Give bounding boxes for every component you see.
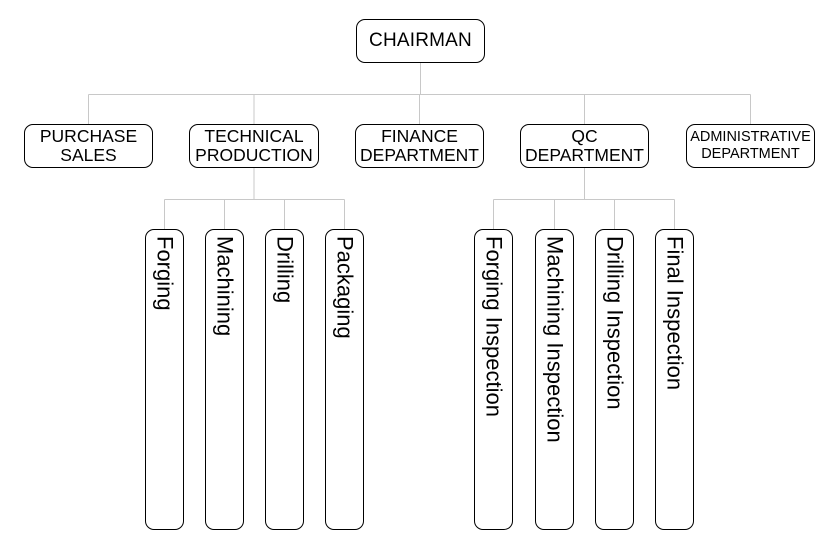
chairman-box: CHAIRMAN [356, 19, 485, 63]
packaging-unit-box: Packaging [325, 229, 364, 530]
packaging-unit-label: Packaging [332, 236, 358, 339]
purchase-sales-line-1: PURCHASE [39, 126, 138, 146]
finance-department-box: FINANCE DEPARTMENT [355, 124, 484, 168]
drilling-inspection-label: Drilling Inspection [602, 236, 628, 410]
finance-department-line-1: FINANCE [381, 126, 458, 146]
chairman-label: CHAIRMAN [369, 30, 472, 51]
forging-unit-box: Forging [145, 229, 184, 530]
qc-department-line-1: QC [571, 126, 598, 146]
final-inspection-box: Final Inspection [655, 229, 694, 530]
technical-production-line-1: TECHNICAL [204, 126, 304, 146]
technical-production-line-2: PRODUCTION [195, 145, 313, 165]
qc-department-line-2: DEPARTMENT [525, 145, 644, 165]
forging-unit-label: Forging [152, 236, 178, 311]
technical-production-box: TECHNICAL PRODUCTION [189, 124, 319, 168]
purchase-sales-line-2: SALES [60, 145, 117, 165]
forging-inspection-label: Forging Inspection [481, 236, 507, 417]
drilling-inspection-box: Drilling Inspection [595, 229, 634, 530]
drilling-unit-label: Drilling [272, 236, 298, 304]
administrative-department-line-1: ADMINISTRATIVE [690, 129, 811, 145]
forging-inspection-box: Forging Inspection [474, 229, 513, 530]
drilling-unit-box: Drilling [265, 229, 304, 530]
administrative-department-line-2: DEPARTMENT [701, 146, 800, 162]
finance-department-line-2: DEPARTMENT [360, 145, 479, 165]
machining-inspection-box: Machining Inspection [535, 229, 574, 530]
machining-unit-box: Machining [205, 229, 244, 530]
final-inspection-label: Final Inspection [662, 236, 688, 391]
administrative-department-box: ADMINISTRATIVE DEPARTMENT [686, 124, 815, 168]
machining-unit-label: Machining [212, 236, 238, 337]
machining-inspection-label: Machining Inspection [542, 236, 568, 443]
purchase-sales-box: PURCHASE SALES [24, 124, 153, 168]
qc-department-box: QC DEPARTMENT [520, 124, 649, 168]
